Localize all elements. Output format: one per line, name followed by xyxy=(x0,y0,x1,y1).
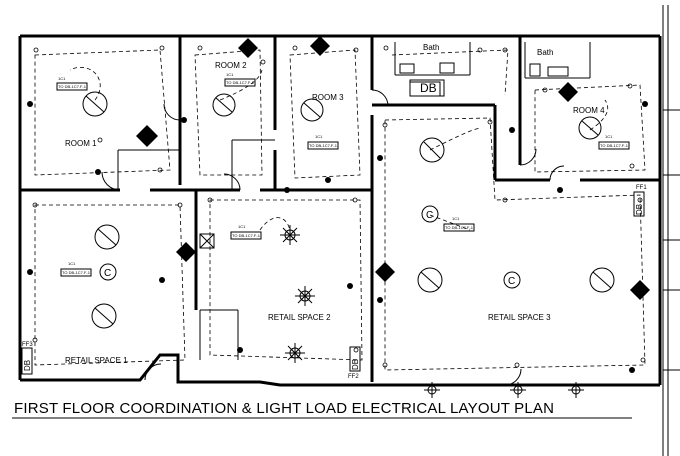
svg-text:C: C xyxy=(508,276,515,287)
ceiling-light-icon xyxy=(212,93,236,117)
wiring-runs xyxy=(34,49,646,371)
ceiling-fan-icon: C xyxy=(421,205,439,223)
circuit-ref: TO DB-1C7.F-1 xyxy=(62,270,91,275)
ff3-label: FF3 xyxy=(22,342,33,348)
exhaust-fan-icon xyxy=(176,242,196,262)
plan-title: FIRST FLOOR COORDINATION & LIGHT LOAD EL… xyxy=(14,400,554,417)
equipment-symbols xyxy=(136,36,650,300)
retail-space-label-3: RETAIL SPACE 3 xyxy=(488,313,551,322)
circuit-tags: 1C1 TO DB-1C7.F-1 1C1 TO DB-1C7.F-1 1C1 … xyxy=(56,72,630,277)
exhaust-fan-icon xyxy=(375,262,395,282)
ceiling-light-icon xyxy=(419,137,445,163)
circuit-ref: TO DB-1C7.F-1 xyxy=(58,84,87,89)
circuit-id: 1C1 xyxy=(226,72,234,77)
circuit-ref: TO DB-1C7.F-1 xyxy=(445,225,474,230)
exhaust-fan-icon xyxy=(310,36,330,56)
circuit-tag: 1C1 TO DB-1C7.F-1 xyxy=(224,72,256,87)
starburst-light-icon xyxy=(510,382,526,398)
exterior-walls xyxy=(18,34,662,387)
circuit-tag: 1C1 TO DB-1C7.F-1 xyxy=(230,224,262,240)
distribution-boards: DB FF3 DB DB FF2 FF1 DB xyxy=(21,79,647,380)
ceiling-lights xyxy=(82,91,615,329)
ceiling-fans: C C C xyxy=(99,205,521,289)
bath-label-2: Bath xyxy=(537,48,553,57)
starburst-light-icon xyxy=(285,343,305,363)
ceiling-light-icon xyxy=(578,116,602,140)
exhaust-fan-icon xyxy=(136,125,158,147)
retail-space-label-1: RETAIL SPACE 1 xyxy=(65,356,128,365)
db-label: DB xyxy=(23,360,32,371)
circuit-tag: 1C1 TO DB-1C7.F-1 xyxy=(56,76,88,91)
circuit-id: 1C1 xyxy=(68,261,76,266)
switches-and-outlets xyxy=(27,45,648,373)
db-label: DB xyxy=(351,359,360,370)
exhaust-fan-icon xyxy=(238,38,258,58)
retail-space-label-2: RETAIL SPACE 2 xyxy=(268,313,331,322)
circuit-id: 1C1 xyxy=(605,134,613,139)
distribution-board-retail-2: DB FF2 xyxy=(348,346,361,380)
door-swings xyxy=(101,89,565,386)
distribution-board-retail-1: FF3 DB xyxy=(21,342,33,375)
switchboard-icon xyxy=(199,233,215,249)
distribution-board-top: DB xyxy=(409,79,445,97)
circuit-id: 1C1 xyxy=(238,224,246,229)
starburst-light-icon xyxy=(424,382,440,398)
room-label-3: ROOM 3 xyxy=(312,93,344,102)
starburst-lights xyxy=(280,225,584,398)
room-labels: ROOM 1 ROOM 2 ROOM 3 ROOM 4 Bath Bath RE… xyxy=(65,43,605,365)
ff2-label: FF2 xyxy=(348,374,359,380)
exhaust-fan-icon xyxy=(630,280,650,300)
circuit-tag: 1C1 TO DB-1C7.F-1 xyxy=(60,261,92,277)
starburst-light-icon xyxy=(280,225,300,245)
circuit-tag: 1C1 TO DB-1C7.F-1 xyxy=(307,134,339,150)
starburst-light-icon xyxy=(568,382,584,398)
circuit-id: 1C1 xyxy=(452,216,460,221)
db-label: DB xyxy=(635,204,644,215)
circuit-ref: TO DB-1C7.F-1 xyxy=(309,143,338,148)
title-block-border xyxy=(662,5,680,456)
ceiling-light-icon xyxy=(300,98,324,122)
distribution-board-retail-3: FF1 DB xyxy=(633,185,647,217)
room-label-2: ROOM 2 xyxy=(215,61,247,70)
ceiling-light-icon xyxy=(91,303,117,329)
circuit-id: 1C1 xyxy=(58,76,66,81)
circuit-ref: TO DB-1C7.F-1 xyxy=(226,80,255,85)
room-label-4: ROOM 4 xyxy=(573,106,605,115)
svg-text:C: C xyxy=(426,210,433,221)
ceiling-fan-icon: C xyxy=(99,263,117,281)
starburst-light-icon xyxy=(295,286,315,306)
circuit-tag: 1C1 TO DB-1C7.F-1 xyxy=(598,134,630,150)
circuit-tag: 1C1 TO DB-1C7.F-1 xyxy=(443,216,475,232)
db-label: DB xyxy=(420,81,437,95)
ceiling-light-icon xyxy=(82,91,108,117)
circuit-ref: TO DB-1C7.F-1 xyxy=(232,233,261,238)
svg-text:C: C xyxy=(104,268,111,279)
bath-label-1: Bath xyxy=(423,43,439,52)
ff1-label: FF1 xyxy=(636,185,647,191)
room-label-1: ROOM 1 xyxy=(65,139,97,148)
circuit-id: 1C1 xyxy=(315,134,323,139)
exhaust-fan-icon xyxy=(558,82,578,102)
ceiling-light-icon xyxy=(94,224,120,250)
ceiling-fan-icon: C xyxy=(503,271,521,289)
circuit-ref: TO DB-1C7.F-1 xyxy=(600,143,629,148)
ceiling-light-icon xyxy=(417,267,443,293)
ceiling-light-icon xyxy=(589,267,615,293)
